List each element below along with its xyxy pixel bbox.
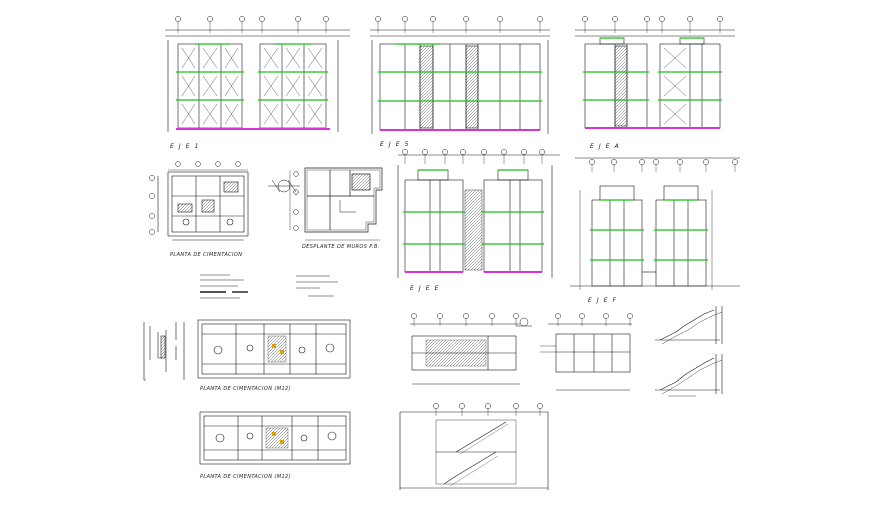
axis-bubble (501, 149, 507, 155)
elevation-eje-a (575, 29, 735, 129)
axis-bubble (375, 16, 381, 22)
axis-bubble (402, 149, 408, 155)
axis-bubble (235, 161, 241, 167)
elevation-eje-5 (370, 29, 550, 134)
axis-bubble (149, 213, 155, 219)
axis-bubble (497, 16, 503, 22)
axis-bubble (639, 159, 645, 165)
axis-bubble (195, 161, 201, 167)
axis-bubble (521, 149, 527, 155)
axis-bubble (677, 159, 683, 165)
axis-bubble (175, 161, 181, 167)
axis-bubble (323, 16, 329, 22)
axis-bubble (293, 209, 299, 215)
stair-plan-b (540, 323, 632, 391)
axis-bubble (463, 313, 469, 319)
label-eje-5: E J E 5 (380, 141, 410, 148)
axis-bubble (481, 149, 487, 155)
axis-bubble (537, 16, 543, 22)
axis-bubble (430, 16, 436, 22)
stair-section-large (399, 411, 549, 490)
axis-bubble (442, 149, 448, 155)
axis-bubble (659, 16, 665, 22)
axis-bubble (463, 16, 469, 22)
axis-bubble (149, 175, 155, 181)
label-eje-f: E J E F (588, 297, 618, 304)
axis-bubble (459, 403, 465, 409)
axis-bubble (717, 16, 723, 22)
label-planta-cimentacion-m12-b: PLANTA DE CIMENTACION (M12) (200, 474, 291, 480)
foundation-plan-m12-b (199, 411, 351, 465)
axis-bubble (612, 16, 618, 22)
axis-bubble (579, 313, 585, 319)
notes-schedule (200, 274, 338, 299)
axis-bubble (537, 403, 543, 409)
axis-bubble (207, 16, 213, 22)
label-planta-cimentacion-m12-a: PLANTA DE CIMENTACION (M12) (200, 386, 291, 392)
axis-bubble (513, 403, 519, 409)
label-planta-cimentacion: PLANTA DE CIMENTACION (170, 252, 242, 258)
axis-bubbles-top (175, 16, 723, 33)
axis-bubble (489, 313, 495, 319)
rebar-details (143, 322, 185, 381)
axis-bubble (239, 16, 245, 22)
stair-detail-callout (516, 317, 532, 327)
axis-bubble (653, 159, 659, 165)
label-eje-a: E J E A (590, 143, 620, 150)
wall-layout-plan (289, 167, 383, 241)
axis-bubble (175, 16, 181, 22)
label-desplante-muros: DESPLANTE DE MUROS P.B. (302, 244, 380, 250)
stair-plan-a (410, 323, 520, 385)
axis-bubble (295, 16, 301, 22)
stair-section-lower (655, 354, 723, 397)
foundation-plan-small (157, 169, 249, 241)
axis-bubbles-eje-e (402, 149, 545, 164)
elevation-eje-f (570, 157, 740, 290)
label-eje-e: E J E E (410, 285, 440, 292)
axis-bubble (703, 159, 709, 165)
stair-section-upper (655, 306, 723, 345)
axis-bubble (589, 159, 595, 165)
axis-bubble (627, 313, 633, 319)
axis-bubbles-eje-f (589, 159, 738, 172)
axis-bubble (555, 313, 561, 319)
axis-bubble (293, 225, 299, 231)
label-eje-1: E J E 1 (170, 143, 200, 150)
elevation-eje-1 (165, 29, 350, 132)
axis-bubble (611, 159, 617, 165)
axis-bubble (411, 313, 417, 319)
axis-bubble (215, 161, 221, 167)
axis-bubble (539, 149, 545, 155)
axis-bubble (644, 16, 650, 22)
axis-bubble (149, 229, 155, 235)
axis-bubble (732, 159, 738, 165)
axis-bubble (259, 16, 265, 22)
axis-bubble (433, 403, 439, 409)
axis-bubble (422, 149, 428, 155)
axis-bubble (437, 313, 443, 319)
detail-callout (268, 179, 300, 193)
axis-bubble (687, 16, 693, 22)
axis-bubbles-left (149, 161, 299, 235)
elevation-eje-e (397, 154, 560, 278)
axis-bubble (460, 149, 466, 155)
foundation-plan-m12-a (197, 319, 351, 379)
axis-bubble (603, 313, 609, 319)
axis-bubble (149, 193, 155, 199)
axis-bubble (293, 171, 299, 177)
axis-bubbles-stairs (411, 313, 633, 326)
axis-bubble (582, 16, 588, 22)
axis-bubble (513, 313, 519, 319)
axis-bubble (485, 403, 491, 409)
axis-bubbles-large-section (433, 403, 543, 416)
axis-bubble (402, 16, 408, 22)
